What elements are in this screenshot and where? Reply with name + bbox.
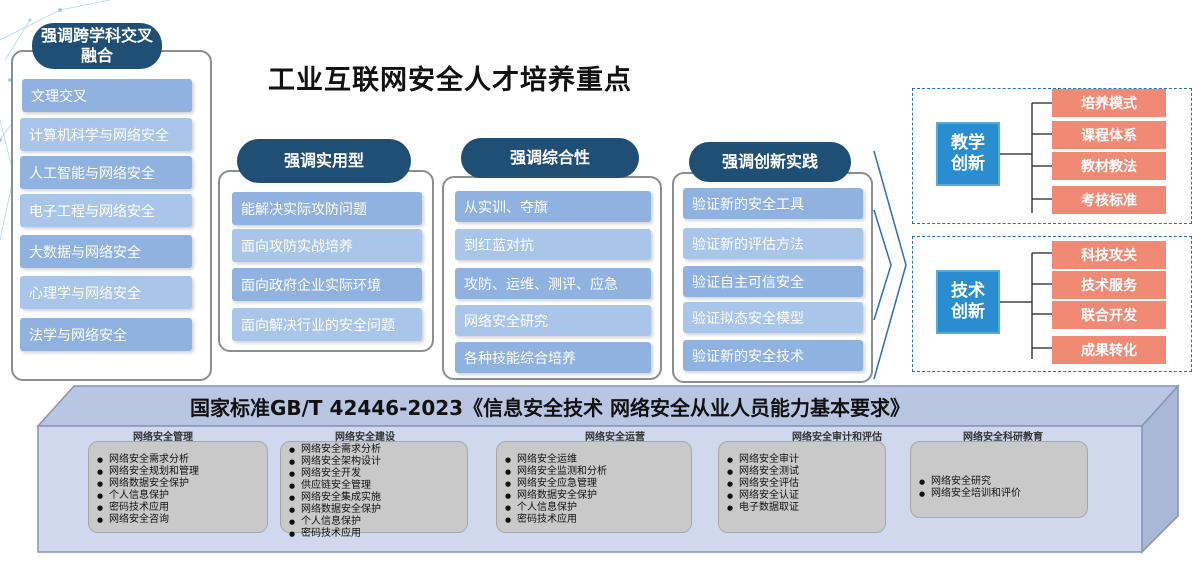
standard-list-item: 网络安全培训和评价: [919, 488, 1079, 500]
technology-item: 技术服务: [1052, 271, 1166, 299]
standard-category-box: 网络安全审计网络安全测试网络安全评估网络安全认证电子数据取证: [718, 441, 886, 533]
innovation-item: 验证新的评估方法: [683, 228, 863, 259]
technology-item: 成果转化: [1052, 336, 1166, 364]
practical-item: 能解决实际攻防问题: [232, 192, 422, 225]
interdisciplinary-item: 计算机科学与网络安全: [20, 118, 192, 151]
standard-category-box: 网络安全需求分析网络安全架构设计网络安全开发供应链安全管理网络安全集成实施网络数…: [280, 441, 468, 540]
standard-list-item: 网络安全监测和分析: [505, 466, 683, 478]
standard-list-item: 网络安全运维: [505, 454, 683, 466]
practical-item: 面向攻防实战培养: [232, 229, 422, 262]
comprehensive-item: 到红蓝对抗: [455, 229, 651, 260]
innovation-item: 验证拟态安全模型: [683, 302, 863, 333]
standard-list-item: 网络安全集成实施: [289, 492, 459, 504]
standard-list-item: 网络数据安全保护: [97, 478, 259, 490]
teaching-branch-lines: [1000, 102, 1056, 213]
standard-category-list: 网络安全审计网络安全测试网络安全评估网络安全认证电子数据取证: [727, 454, 877, 514]
standard-category-list: 网络安全需求分析网络安全架构设计网络安全开发供应链安全管理网络安全集成实施网络数…: [289, 444, 459, 540]
technology-item: 科技攻关: [1052, 241, 1166, 269]
standard-list-item: 密码技术应用: [289, 528, 459, 540]
standard-category-list: 网络安全需求分析网络安全规划和管理网络数据安全保护个人信息保护密码技术应用网络安…: [97, 454, 259, 526]
standard-list-item: 密码技术应用: [97, 502, 259, 514]
standard-list-item: 网络安全评估: [727, 478, 877, 490]
technology-branch-lines: [1000, 252, 1056, 359]
standard-category-box: 网络安全需求分析网络安全规划和管理网络数据安全保护个人信息保护密码技术应用网络安…: [88, 441, 268, 533]
standard-category-title: 网络安全审计和评估: [792, 432, 882, 443]
standard-list-item: 网络安全认证: [727, 490, 877, 502]
teaching-item: 考核标准: [1052, 186, 1166, 214]
interdisciplinary-item: 大数据与网络安全: [20, 235, 192, 268]
standard-list-item: 网络安全开发: [289, 468, 459, 480]
standard-list-item: 网络安全测试: [727, 466, 877, 478]
technology-item: 联合开发: [1052, 301, 1166, 329]
standard-list-item: 个人信息保护: [97, 490, 259, 502]
standard-category-box: 网络安全运维网络安全监测和分析网络安全应急管理网络数据安全保护个人信息保护密码技…: [496, 441, 692, 533]
standard-list-item: 密码技术应用: [505, 514, 683, 526]
comprehensive-item: 从实训、夺旗: [455, 191, 651, 222]
practical-item: 面向政府企业实际环境: [232, 268, 422, 301]
interdisciplinary-item: 人工智能与网络安全: [20, 156, 192, 189]
standard-list-item: 网络安全研究: [919, 476, 1079, 488]
standard-list-item: 供应链安全管理: [289, 480, 459, 492]
page-title: 工业互联网安全人才培养重点: [268, 65, 632, 96]
standard-category-title: 网络安全运营: [585, 432, 645, 443]
comprehensive-item: 攻防、运维、测评、应急: [455, 268, 651, 299]
standard-list-item: 网络安全规划和管理: [97, 466, 259, 478]
interdisciplinary-item: 法学与网络安全: [20, 318, 192, 351]
standard-category-title: 网络安全科研教育: [963, 432, 1043, 443]
innovation-item: 验证自主可信安全: [683, 266, 863, 297]
standard-list-item: 电子数据取证: [727, 502, 877, 514]
standard-category-title: 网络安全管理: [133, 432, 193, 443]
teaching-innovation-frame: [912, 88, 1192, 224]
innovation-item: 验证新的安全工具: [683, 188, 863, 219]
standard-title: 国家标准GB/T 42446-2023《信息安全技术 网络安全从业人员能力基本要…: [189, 396, 911, 420]
technology-innovation-box: 技术创新: [936, 270, 1000, 334]
standard-category-title: 网络安全建设: [335, 432, 395, 443]
interdisciplinary-item: 心理学与网络安全: [20, 276, 192, 309]
teaching-item: 课程体系: [1052, 121, 1166, 149]
teaching-item: 培养模式: [1052, 89, 1166, 117]
standard-list-item: 个人信息保护: [505, 502, 683, 514]
standard-list-item: 网络安全需求分析: [289, 444, 459, 456]
innovation-header: 强调创新实践: [689, 142, 851, 182]
teaching-innovation-box: 教学创新: [936, 122, 1000, 186]
interdisciplinary-header: 强调跨学科交叉融合: [32, 23, 162, 69]
interdisciplinary-item: 文理交叉: [22, 79, 192, 112]
standard-list-item: 网络安全架构设计: [289, 456, 459, 468]
standard-list-item: 网络安全需求分析: [97, 454, 259, 466]
standard-list-item: 网络安全审计: [727, 454, 877, 466]
standard-list-item: 网络安全咨询: [97, 514, 259, 526]
standard-list-item: 网络数据安全保护: [289, 504, 459, 516]
standard-list-item: 网络安全应急管理: [505, 478, 683, 490]
chevron-right-arrow: [873, 150, 907, 380]
teaching-item: 教材教法: [1052, 152, 1166, 180]
innovation-item: 验证新的安全技术: [683, 340, 863, 371]
comprehensive-header: 强调综合性: [461, 138, 639, 178]
standard-category-box: 网络安全研究网络安全培训和评价: [910, 441, 1088, 518]
interdisciplinary-item: 电子工程与网络安全: [20, 194, 192, 227]
comprehensive-item: 各种技能综合培养: [455, 342, 651, 373]
standard-list-item: 个人信息保护: [289, 516, 459, 528]
practical-item: 面向解决行业的安全问题: [232, 308, 422, 341]
standard-category-list: 网络安全研究网络安全培训和评价: [919, 476, 1079, 500]
comprehensive-item: 网络安全研究: [455, 305, 651, 336]
standard-list-item: 网络数据安全保护: [505, 490, 683, 502]
technology-innovation-frame: [912, 236, 1192, 372]
standard-category-list: 网络安全运维网络安全监测和分析网络安全应急管理网络数据安全保护个人信息保护密码技…: [505, 454, 683, 526]
practical-header: 强调实用型: [237, 139, 411, 183]
